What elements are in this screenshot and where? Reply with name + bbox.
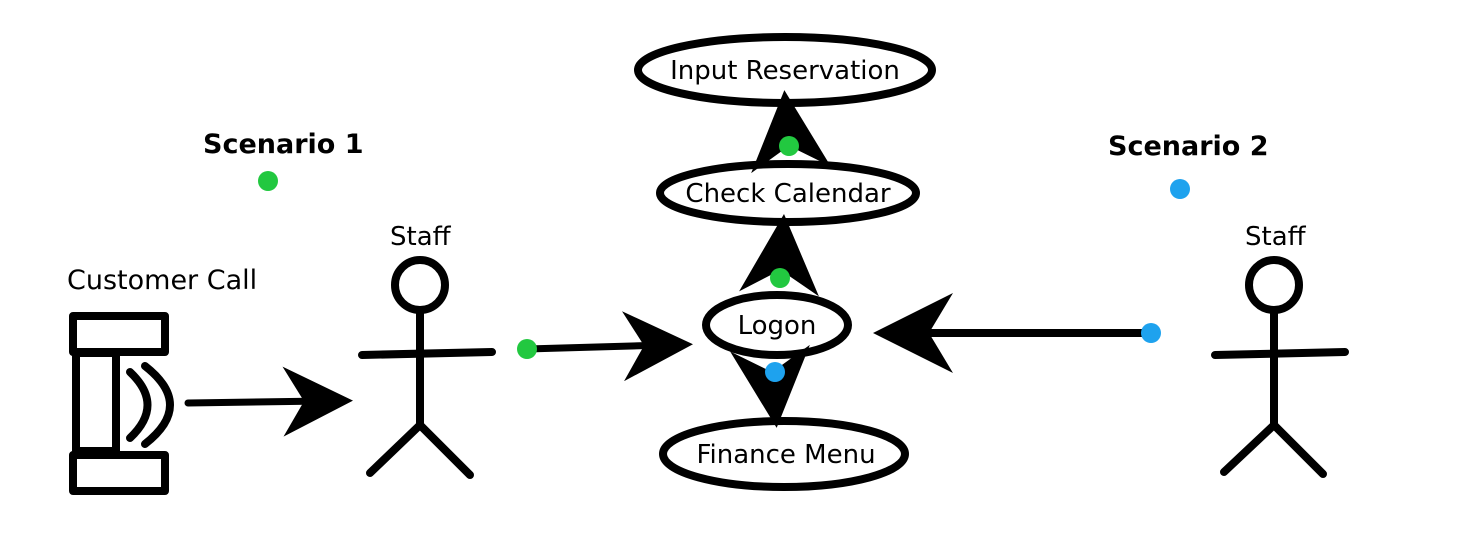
logon-label: Logon [738, 311, 817, 341]
scenario-1-dot [258, 171, 278, 191]
finance-menu-label: Finance Menu [696, 440, 875, 470]
use-case-logon: Logon [702, 291, 852, 359]
staff-right-label: Staff [1245, 222, 1307, 252]
scenario-1-calendar-dot [770, 268, 790, 288]
stick-figure-icon [358, 256, 496, 479]
scenario-2-label: Scenario 2 [1108, 131, 1269, 162]
scenario-2-finance-dot [765, 362, 785, 382]
customer-call-label: Customer Call [67, 265, 257, 296]
stick-figure-icon [1211, 256, 1349, 478]
scenario-1-reservation-dot [779, 136, 799, 156]
use-case-check-calendar: Check Calendar [656, 160, 920, 226]
input-reservation-label: Input Reservation [670, 56, 900, 86]
staff-left-label: Staff [390, 222, 452, 252]
scenario-1-label: Scenario 1 [203, 129, 364, 160]
arrow-call-to-staff [184, 366, 353, 437]
scenario-2-start-dot [1141, 323, 1161, 343]
scenario-2-dot [1170, 179, 1190, 199]
arrow-staff-to-logon [523, 311, 693, 382]
check-calendar-label: Check Calendar [685, 179, 890, 209]
phone-icon [69, 312, 174, 495]
use-case-input-reservation: Input Reservation [634, 33, 936, 107]
scenario-1-start-dot [517, 339, 537, 359]
use-case-finance-menu: Finance Menu [659, 417, 909, 491]
